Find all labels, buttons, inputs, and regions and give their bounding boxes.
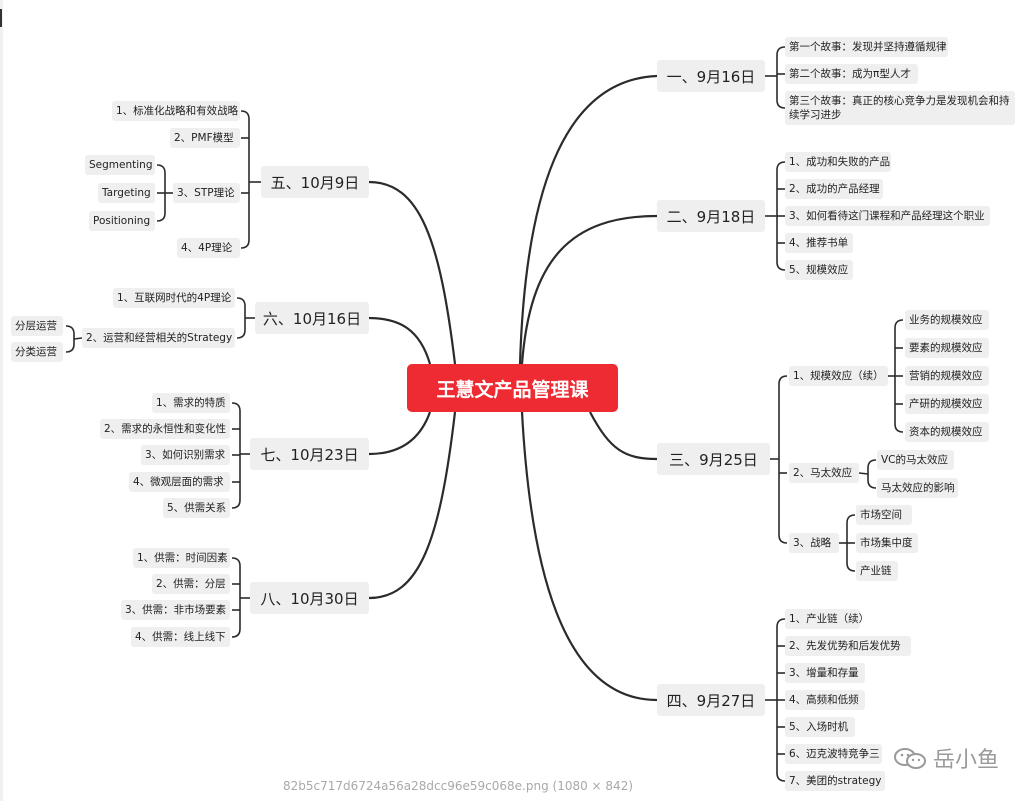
leaf-b3-2[interactable]: 2、马太效应 [789,463,859,483]
leaf-b5-2[interactable]: 2、PMF模型 [170,128,240,148]
leaf-b7-2[interactable]: 2、需求的永恒性和变化性 [100,419,230,439]
leaf-b2-2[interactable]: 2、成功的产品经理 [785,179,883,199]
leaf-b1-1[interactable]: 第一个故事：发现并坚持遵循规律 [785,37,948,57]
branch-node-b5[interactable]: 五、10月9日 [261,166,369,198]
leaf-b8-1[interactable]: 1、供需：时间因素 [133,548,230,568]
leaf-b5-3[interactable]: 3、STP理论 [173,183,240,203]
sub-b3-3-1[interactable]: 市场空间 [856,505,912,525]
window-edge-mark [0,9,6,27]
sub-b5-3-3[interactable]: Positioning [89,211,155,231]
leaf-b7-3[interactable]: 3、如何识别需求 [141,445,230,465]
sub-b6-2-2[interactable]: 分类运营 [11,342,63,362]
sub-b3-2-2[interactable]: 马太效应的影响 [877,478,958,498]
leaf-b4-4[interactable]: 4、高频和低频 [785,690,865,710]
leaf-b6-1[interactable]: 1、互联网时代的4P理论 [113,288,235,308]
leaf-b2-1[interactable]: 1、成功和失败的产品 [785,152,891,172]
leaf-b8-2[interactable]: 2、供需：分层 [152,574,230,594]
leaf-b8-4[interactable]: 4、供需：线上线下 [131,627,230,647]
leaf-b7-5[interactable]: 5、供需关系 [163,498,230,518]
leaf-b3-1[interactable]: 1、规模效应（续） [789,366,888,386]
leaf-b2-4[interactable]: 4、推荐书单 [785,233,853,253]
sub-b3-1-1[interactable]: 业务的规模效应 [905,310,989,330]
sub-b3-1-4[interactable]: 产研的规模效应 [905,394,989,414]
leaf-b4-1[interactable]: 1、产业链（续） [785,609,869,629]
watermark-text: 岳小鱼 [933,748,1000,773]
branch-node-b7[interactable]: 七、10月23日 [250,438,369,470]
branch-node-b1[interactable]: 一、9月16日 [657,60,765,92]
sub-b6-2-1[interactable]: 分层运营 [11,316,63,336]
leaf-b6-2[interactable]: 2、运营和经营相关的Strategy [82,328,235,348]
window-edge [0,0,3,801]
branch-node-b8[interactable]: 八、10月30日 [250,582,369,614]
sub-b3-2-1[interactable]: VC的马太效应 [877,450,954,470]
leaf-b3-3[interactable]: 3、战略 [789,533,839,553]
sub-b3-1-3[interactable]: 营销的规模效应 [905,366,989,386]
watermark: 岳小鱼 [893,742,999,774]
leaf-b4-6[interactable]: 6、迈克波特竞争三 [785,744,882,764]
leaf-b1-2[interactable]: 第二个故事：成为π型人才 [785,64,918,84]
wechat-icon [894,748,926,769]
leaf-b7-4[interactable]: 4、微观层面的需求 [129,472,230,492]
leaf-b5-1[interactable]: 1、标准化战略和有效战略 [112,101,240,121]
leaf-b2-3[interactable]: 3、如何看待这门课程和产品经理这个职业 [785,206,990,226]
leaf-b4-7[interactable]: 7、美团的strategy [785,771,885,791]
sub-b3-1-2[interactable]: 要素的规模效应 [905,338,989,358]
branch-node-b2[interactable]: 二、9月18日 [657,200,765,232]
leaf-b5-4[interactable]: 4、4P理论 [177,238,240,258]
sub-b3-1-5[interactable]: 资本的规模效应 [905,422,989,442]
leaf-b4-5[interactable]: 5、入场时机 [785,717,855,737]
leaf-b2-5[interactable]: 5、规模效应 [785,260,853,280]
image-caption: 82b5c717d6724a56a28dcc96e59c068e.png (10… [283,779,634,793]
branch-node-b4[interactable]: 四、9月27日 [657,684,765,716]
leaf-b8-3[interactable]: 3、供需：非市场要素 [121,600,230,620]
sub-b5-3-2[interactable]: Targeting [98,183,155,203]
leaf-b7-1[interactable]: 1、需求的特质 [152,393,230,413]
leaf-b4-3[interactable]: 3、增量和存量 [785,663,865,683]
root-node[interactable]: 王慧文产品管理课 [407,364,618,412]
branch-node-b3[interactable]: 三、9月25日 [657,443,770,475]
branch-node-b6[interactable]: 六、10月16日 [255,302,369,334]
leaf-b4-2[interactable]: 2、先发优势和后发优势 [785,636,911,656]
leaf-b1-3[interactable]: 第三个故事：真正的核心竞争力是发现机会和持续学习进步 [785,91,1015,125]
sub-b3-3-2[interactable]: 市场集中度 [856,533,918,553]
sub-b3-3-3[interactable]: 产业链 [856,561,898,581]
sub-b5-3-1[interactable]: Segmenting [85,155,155,175]
